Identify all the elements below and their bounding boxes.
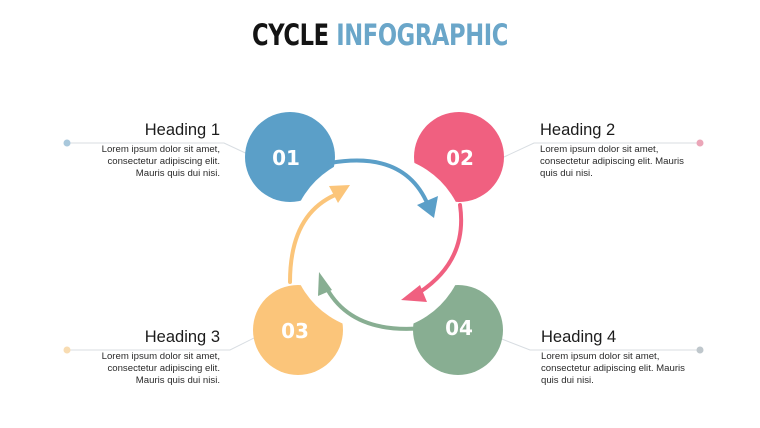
arrow-2-to-4 xyxy=(418,203,464,294)
step-text-2-line-2: consectetur adipiscing elit. Mauris xyxy=(540,156,684,167)
step-text-4-line-2: consectetur adipiscing elit. Mauris xyxy=(541,363,685,374)
step-text-2-line-3: quis dui nisi. xyxy=(540,168,593,179)
title-part-1: CYCLE xyxy=(252,18,329,52)
step-number-3: 03 xyxy=(281,319,309,343)
step-text-4-line-3: quis dui nisi. xyxy=(541,375,594,386)
step-text-3-line-1: Lorem ipsum dolor sit amet, xyxy=(101,351,220,362)
connector-line-4 xyxy=(493,335,700,351)
step-heading-1: Heading 1 xyxy=(144,121,220,139)
step-heading-3: Heading 3 xyxy=(144,328,220,346)
step-text-1-line-1: Lorem ipsum dolor sit amet, xyxy=(101,144,220,155)
arrowhead-2-icon xyxy=(401,285,427,302)
step-text-3: Lorem ipsum dolor sit amet, consectetur … xyxy=(20,351,220,387)
step-block-3: Heading 3 Lorem ipsum dolor sit amet, co… xyxy=(20,327,220,387)
arrowhead-4-icon xyxy=(318,272,332,296)
step-circle-4 xyxy=(413,285,503,375)
connector-lines xyxy=(67,142,700,351)
connector-dot-2 xyxy=(696,139,704,147)
step-text-1-line-2: consectetur adipiscing elit. xyxy=(107,156,220,167)
step-block-4: Heading 4 Lorem ipsum dolor sit amet, co… xyxy=(541,327,741,387)
arrow-1-to-2 xyxy=(328,158,430,207)
step-number-1: 01 xyxy=(272,146,300,170)
connector-line-2 xyxy=(503,142,700,158)
step-text-2-line-1: Lorem ipsum dolor sit amet, xyxy=(540,144,659,155)
arrow-3-to-1 xyxy=(288,193,337,284)
connector-dot-4 xyxy=(696,346,704,354)
step-circle-2 xyxy=(414,112,504,202)
step-number-4: 04 xyxy=(445,316,473,340)
step-heading-2: Heading 2 xyxy=(540,121,616,139)
step-circle-1 xyxy=(245,112,335,202)
connector-line-3 xyxy=(67,335,259,351)
step-text-3-line-3: Mauris quis dui nisi. xyxy=(135,375,220,386)
step-text-3-line-2: consectetur adipiscing elit. xyxy=(107,363,220,374)
step-text-2: Lorem ipsum dolor sit amet, consectetur … xyxy=(540,144,740,180)
connector-dot-3 xyxy=(63,346,71,354)
step-text-4: Lorem ipsum dolor sit amet, consectetur … xyxy=(541,351,741,387)
page-title: CYCLE INFOGRAPHIC xyxy=(84,18,677,52)
step-heading-4: Heading 4 xyxy=(541,328,617,346)
step-block-2: Heading 2 Lorem ipsum dolor sit amet, co… xyxy=(540,120,740,180)
title-part-2: INFOGRAPHIC xyxy=(336,18,508,52)
arrowhead-3-icon xyxy=(329,185,350,203)
step-text-1-line-3: Mauris quis dui nisi. xyxy=(135,168,220,179)
step-block-1: Heading 1 Lorem ipsum dolor sit amet, co… xyxy=(20,120,220,180)
step-number-2: 02 xyxy=(446,146,474,170)
step-circle-3 xyxy=(253,285,343,375)
arrowhead-1-icon xyxy=(417,196,438,218)
arrow-4-to-3 xyxy=(323,283,426,331)
step-text-4-line-1: Lorem ipsum dolor sit amet, xyxy=(541,351,660,362)
step-text-1: Lorem ipsum dolor sit amet, consectetur … xyxy=(20,144,220,180)
connector-dot-1 xyxy=(63,139,71,147)
connector-line-1 xyxy=(67,142,255,158)
